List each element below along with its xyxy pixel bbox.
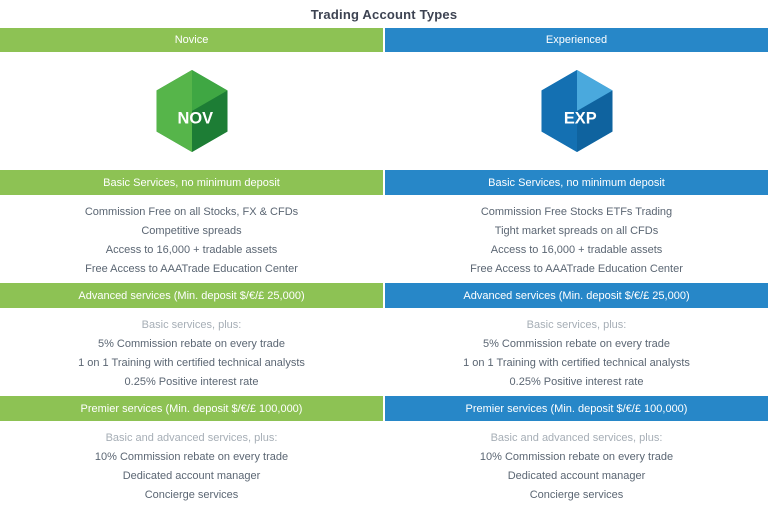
experienced-logo-area: EXP [385,52,768,170]
page-title: Trading Account Types [310,6,458,22]
list-item: Dedicated account manager [507,470,646,482]
list-item: Free Access to AAATrade Education Center [85,263,298,275]
section-note: Basic services, plus: [526,319,627,331]
svg-text:EXP: EXP [563,109,596,127]
section-note: Basic and advanced services, plus: [105,432,278,444]
list-item: Free Access to AAATrade Education Center [470,263,683,275]
list-item: Concierge services [529,489,624,501]
svg-text:NOV: NOV [177,109,213,127]
list-item: 0.25% Positive interest rate [509,376,644,388]
list-item: Commission Free on all Stocks, FX & CFDs [84,206,299,218]
list-item: 1 on 1 Training with certified technical… [463,357,690,369]
novice-premier-items: Basic and advanced services, plus: 10% C… [0,421,383,509]
list-item: Dedicated account manager [122,470,261,482]
list-item: Access to 16,000 + tradable assets [105,244,278,256]
list-item: Concierge services [144,489,239,501]
experienced-premier-section-header: Premier services (Min. deposit $/€/£ 100… [385,396,768,421]
section-note: Basic and advanced services, plus: [490,432,663,444]
novice-logo-area: NOV [0,52,383,170]
list-item: Competitive spreads [141,225,242,237]
list-item: Commission Free Stocks ETFs Trading [480,206,673,218]
novice-premier-section-header: Premier services (Min. deposit $/€/£ 100… [0,396,383,421]
comparison-columns: Novice NOV Basic Services, no minimum de… [0,28,768,523]
experienced-advanced-section-header: Advanced services (Min. deposit $/€/£ 25… [385,283,768,308]
list-item: Access to 16,000 + tradable assets [490,244,663,256]
experienced-hexagon-logo-icon: EXP [536,63,618,159]
list-item: 5% Commission rebate on every trade [482,338,671,350]
experienced-basic-section-header: Basic Services, no minimum deposit [385,170,768,195]
list-item: Tight market spreads on all CFDs [494,225,659,237]
experienced-premier-items: Basic and advanced services, plus: 10% C… [385,421,768,509]
column-header-novice: Novice [0,28,383,52]
novice-advanced-items: Basic services, plus: 5% Commission reba… [0,308,383,396]
column-experienced: Experienced EXP Basic Services, no minim… [385,28,768,523]
experienced-basic-items: Commission Free Stocks ETFs Trading Tigh… [385,195,768,283]
list-item: 10% Commission rebate on every trade [479,451,674,463]
novice-basic-items: Commission Free on all Stocks, FX & CFDs… [0,195,383,283]
list-item: 0.25% Positive interest rate [124,376,259,388]
list-item: 10% Commission rebate on every trade [94,451,289,463]
section-note: Basic services, plus: [141,319,242,331]
column-novice: Novice NOV Basic Services, no minimum de… [0,28,383,523]
novice-hexagon-logo-icon: NOV [151,63,233,159]
column-header-experienced: Experienced [385,28,768,52]
novice-basic-section-header: Basic Services, no minimum deposit [0,170,383,195]
list-item: 1 on 1 Training with certified technical… [78,357,305,369]
experienced-advanced-items: Basic services, plus: 5% Commission reba… [385,308,768,396]
novice-advanced-section-header: Advanced services (Min. deposit $/€/£ 25… [0,283,383,308]
list-item: 5% Commission rebate on every trade [97,338,286,350]
